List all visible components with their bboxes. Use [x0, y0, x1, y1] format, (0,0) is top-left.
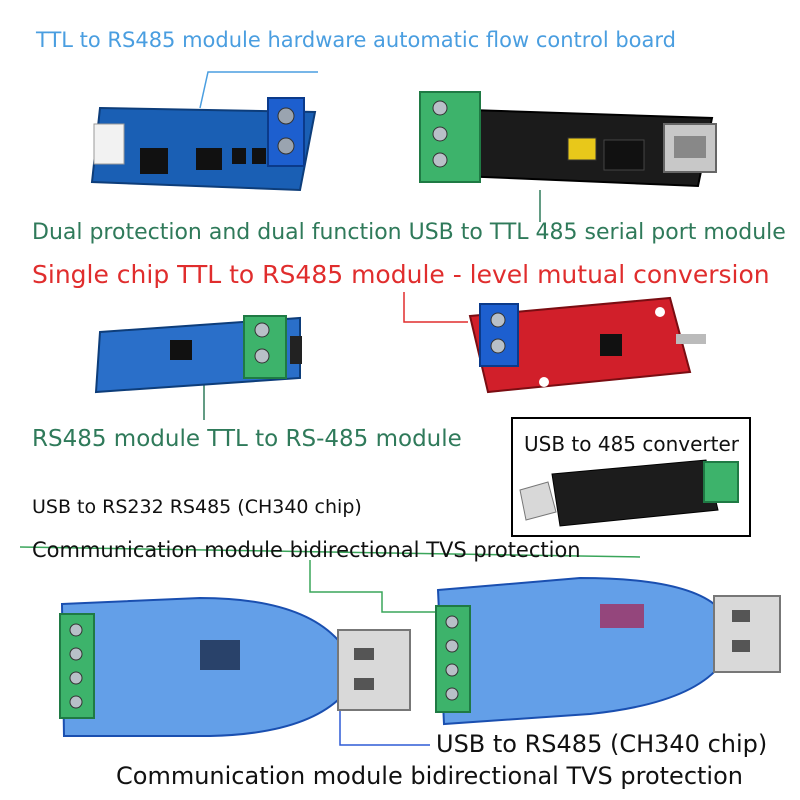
leader-line-blue-bottom	[339, 700, 430, 746]
leader-lines	[19, 71, 641, 746]
label-comm-tvs-1: Communication module bidirectional TVS p…	[32, 538, 581, 562]
label-usb-485-converter: USB to 485 converter	[524, 432, 740, 456]
label-single-chip: Single chip TTL to RS485 module - level …	[32, 260, 770, 289]
usb-rs485-dongle	[435, 576, 781, 726]
leader-line-green-bottom	[309, 560, 435, 613]
single-chip-red-board	[468, 296, 706, 394]
label-comm-tvs-2: Communication module bidirectional TVS p…	[116, 762, 743, 790]
label-usb-rs232-rs485: USB to RS232 RS485 (CH340 chip)	[32, 496, 362, 518]
leader-line-green-divider	[19, 546, 641, 558]
usb-485-converter-box	[511, 417, 751, 537]
leader-line-red	[403, 292, 468, 323]
label-rs485-module: RS485 module TTL to RS-485 module	[32, 426, 462, 452]
usb-ttl-485-board	[419, 91, 717, 188]
label-usb-rs485: USB to RS485 (CH340 chip)	[436, 730, 768, 758]
ttl-rs485-auto-board	[90, 97, 317, 192]
label-usb-ttl-485-dual: Dual protection and dual function USB to…	[32, 220, 786, 245]
label-ttl-rs485-auto: TTL to RS485 module hardware automatic f…	[36, 28, 676, 52]
rs485-small-board	[94, 315, 302, 394]
leader-line-blue	[199, 71, 318, 109]
usb-rs232-rs485-dongle	[59, 596, 411, 737]
